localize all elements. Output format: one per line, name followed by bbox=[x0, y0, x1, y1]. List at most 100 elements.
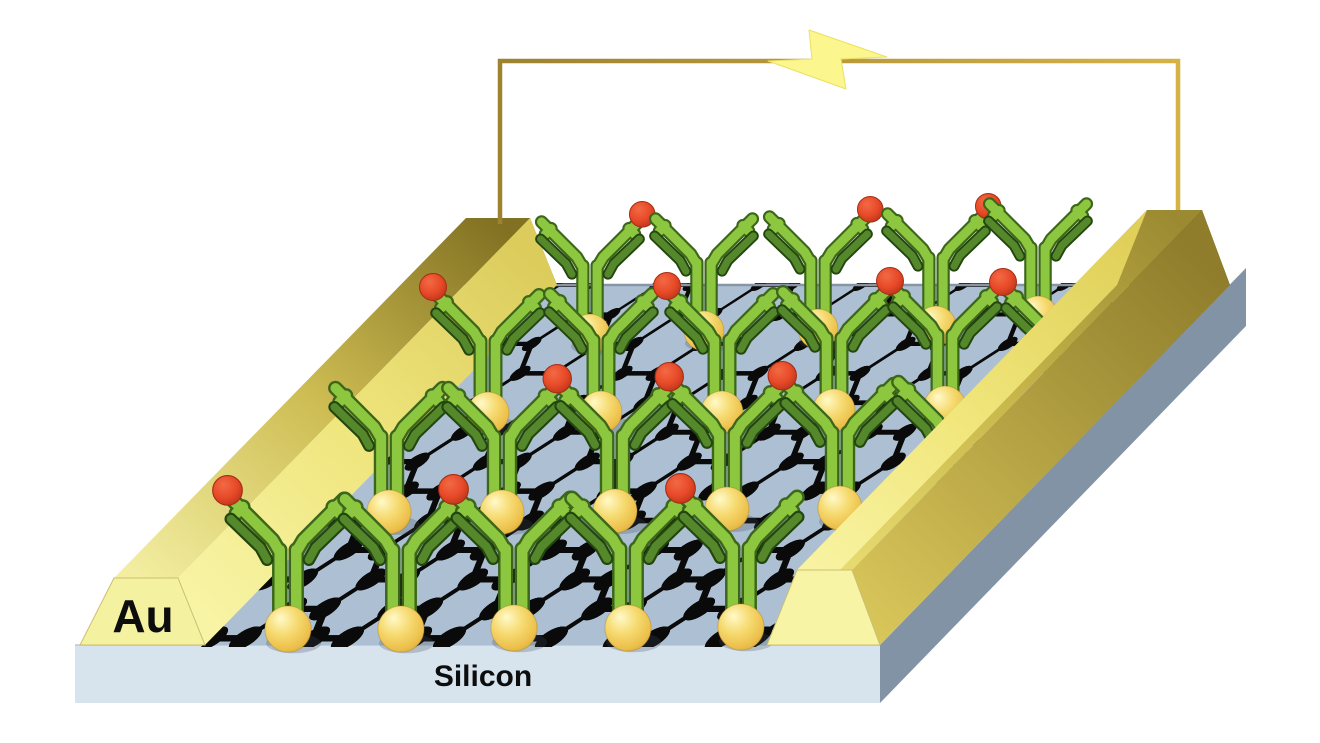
antibody-chains bbox=[985, 199, 1091, 317]
carbon-atom bbox=[998, 336, 1018, 351]
antibody-chains bbox=[452, 492, 576, 629]
antibody-dark-chains bbox=[883, 227, 989, 270]
antibody bbox=[212, 474, 352, 654]
antigen-sphere bbox=[876, 267, 904, 295]
carbon-atom bbox=[355, 568, 386, 591]
antigen-sphere bbox=[542, 364, 572, 394]
antibody-chains bbox=[778, 287, 890, 411]
carbon-atom bbox=[896, 336, 916, 351]
antibody-chains bbox=[651, 214, 757, 332]
carbon-atom bbox=[673, 539, 703, 561]
linker-sphere bbox=[490, 604, 538, 652]
carbon-atom bbox=[457, 568, 488, 591]
carbon-atom bbox=[757, 423, 781, 441]
antigen-sphere bbox=[665, 472, 696, 504]
linker-sphere bbox=[604, 604, 652, 652]
antibody bbox=[665, 472, 805, 652]
antibody-dark-chains bbox=[765, 230, 871, 273]
antibody-dark-chains bbox=[556, 402, 674, 449]
carbon-atom bbox=[747, 365, 769, 381]
antibody-dark-chains bbox=[537, 235, 643, 278]
antibody-chains bbox=[666, 289, 778, 413]
linker-sphere bbox=[377, 605, 425, 653]
carbon-atom bbox=[763, 568, 794, 591]
antibody-dark-chains bbox=[330, 403, 448, 450]
antibody-chains bbox=[537, 217, 643, 335]
antibody-dark-chains bbox=[778, 306, 890, 351]
silicon-front-face bbox=[75, 645, 880, 703]
carbon-atom bbox=[849, 365, 871, 381]
antigen-sphere bbox=[438, 473, 469, 505]
carbon-atom bbox=[537, 539, 567, 561]
antigen-sphere bbox=[989, 268, 1017, 296]
antibody-dark-chains bbox=[432, 309, 544, 354]
carbon-atom bbox=[880, 452, 906, 471]
right-electrode-inner-slope bbox=[767, 210, 1147, 645]
carbon-atom bbox=[559, 568, 590, 591]
antibody-dark-chains bbox=[889, 303, 1001, 348]
carbon-atom bbox=[655, 423, 679, 441]
antibody-dark-chains bbox=[339, 514, 463, 564]
carbon-atom bbox=[800, 481, 827, 501]
antibody-chains bbox=[330, 383, 448, 513]
carbon-atom bbox=[893, 423, 917, 441]
lightning-bolt-icon bbox=[767, 29, 888, 90]
carbon-atom bbox=[553, 423, 577, 441]
silicon-side-face bbox=[880, 268, 1246, 703]
antibody-chains bbox=[883, 209, 989, 327]
right-electrode-front-face bbox=[766, 569, 881, 646]
carbon-atom bbox=[534, 626, 569, 647]
antibody bbox=[564, 490, 692, 653]
antibody-dark-chains bbox=[452, 513, 576, 563]
carbon-atom bbox=[411, 597, 444, 621]
antibody-dark-chains bbox=[651, 232, 757, 275]
carbon-atom bbox=[404, 452, 430, 471]
carbon-atom bbox=[528, 481, 555, 501]
carbon-atom bbox=[333, 539, 363, 561]
antibody bbox=[441, 380, 563, 536]
carbon-atom bbox=[636, 626, 671, 647]
antigen-sphere bbox=[653, 272, 681, 300]
antigen-sphere bbox=[212, 474, 243, 506]
antibody-chains bbox=[443, 383, 561, 513]
antibody-chains bbox=[226, 493, 350, 630]
antibody-chains bbox=[556, 382, 674, 512]
linker-sphere bbox=[264, 605, 312, 653]
left-electrode-front-face bbox=[79, 577, 206, 646]
carbon-atom bbox=[611, 365, 633, 381]
carbon-atom bbox=[574, 452, 600, 471]
antibody bbox=[653, 272, 780, 434]
carbon-atom bbox=[516, 510, 544, 531]
linker-sphere bbox=[717, 603, 765, 651]
carbon-atom bbox=[432, 626, 467, 647]
right-electrode-outer-slope bbox=[852, 210, 1230, 645]
antibody-dark-chains bbox=[545, 308, 657, 353]
carbon-atom bbox=[630, 481, 657, 501]
antibody-dark-chains bbox=[226, 514, 350, 564]
antigen-sphere bbox=[767, 361, 797, 391]
antibody-dark-chains bbox=[679, 512, 803, 562]
gold-electrode-right bbox=[766, 210, 1230, 646]
carbon-atom bbox=[581, 597, 614, 621]
antibody-dark-chains bbox=[985, 217, 1091, 260]
antibody-chains bbox=[679, 491, 803, 628]
antibody-chains bbox=[668, 380, 786, 510]
carbon-atom bbox=[435, 539, 465, 561]
antibody bbox=[438, 473, 578, 653]
antibody-chains bbox=[566, 492, 690, 629]
antibody bbox=[328, 380, 450, 536]
antigen-sphere bbox=[856, 195, 884, 223]
carbon-atom bbox=[775, 539, 805, 561]
antigen-sphere bbox=[419, 273, 447, 301]
carbon-atom bbox=[683, 597, 716, 621]
antibody-dark-chains bbox=[666, 308, 778, 353]
carbon-atom bbox=[778, 452, 804, 471]
lightning-bolt-shape bbox=[767, 29, 888, 90]
carbon-atom bbox=[624, 336, 644, 351]
antibody-dark-chains bbox=[781, 399, 899, 446]
carbon-atom bbox=[309, 597, 342, 621]
carbon-atom bbox=[228, 626, 263, 647]
carbon-atom bbox=[661, 568, 692, 591]
silicon-label: Silicon bbox=[434, 660, 532, 693]
